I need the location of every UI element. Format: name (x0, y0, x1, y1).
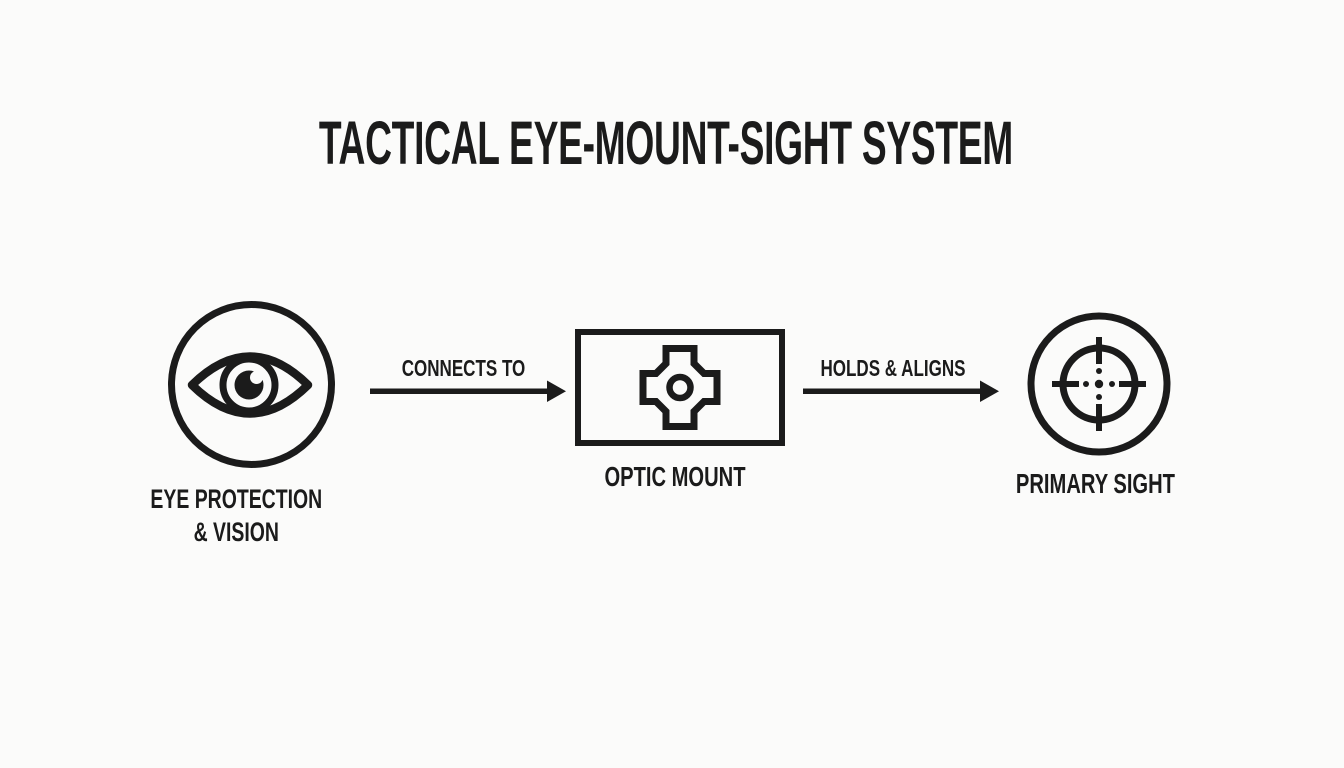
connector-mount-to-sight (801, 378, 1001, 404)
eye-label-line-1: EYE PROTECTION (150, 484, 322, 514)
node-optic-mount-label: OPTIC MOUNT (604, 461, 746, 492)
eye-in-circle-icon (168, 301, 335, 468)
arrow-right-icon (370, 380, 566, 402)
arrow-right-icon (803, 380, 999, 402)
page-title-text: TACTICAL EYE-MOUNT-SIGHT SYSTEM (318, 109, 1014, 177)
node-eye-protection (164, 297, 339, 472)
eye-label-line-2: & VISION (193, 517, 279, 547)
node-primary-sight (1025, 309, 1175, 459)
node-primary-sight-label: PRIMARY SIGHT (1015, 468, 1175, 499)
node-optic-mount (575, 329, 785, 446)
page-title: TACTICAL EYE-MOUNT-SIGHT SYSTEM (0, 113, 1332, 174)
optic-mount-icon (575, 329, 785, 446)
crosshair-sight-icon (1027, 312, 1171, 456)
connector-eye-to-mount-label: CONNECTS TO (401, 355, 525, 381)
connector-eye-to-mount (368, 378, 568, 404)
node-eye-protection-label: EYE PROTECTION & VISION (76, 483, 396, 549)
connector-mount-to-sight-label: HOLDS & ALIGNS (820, 355, 966, 381)
